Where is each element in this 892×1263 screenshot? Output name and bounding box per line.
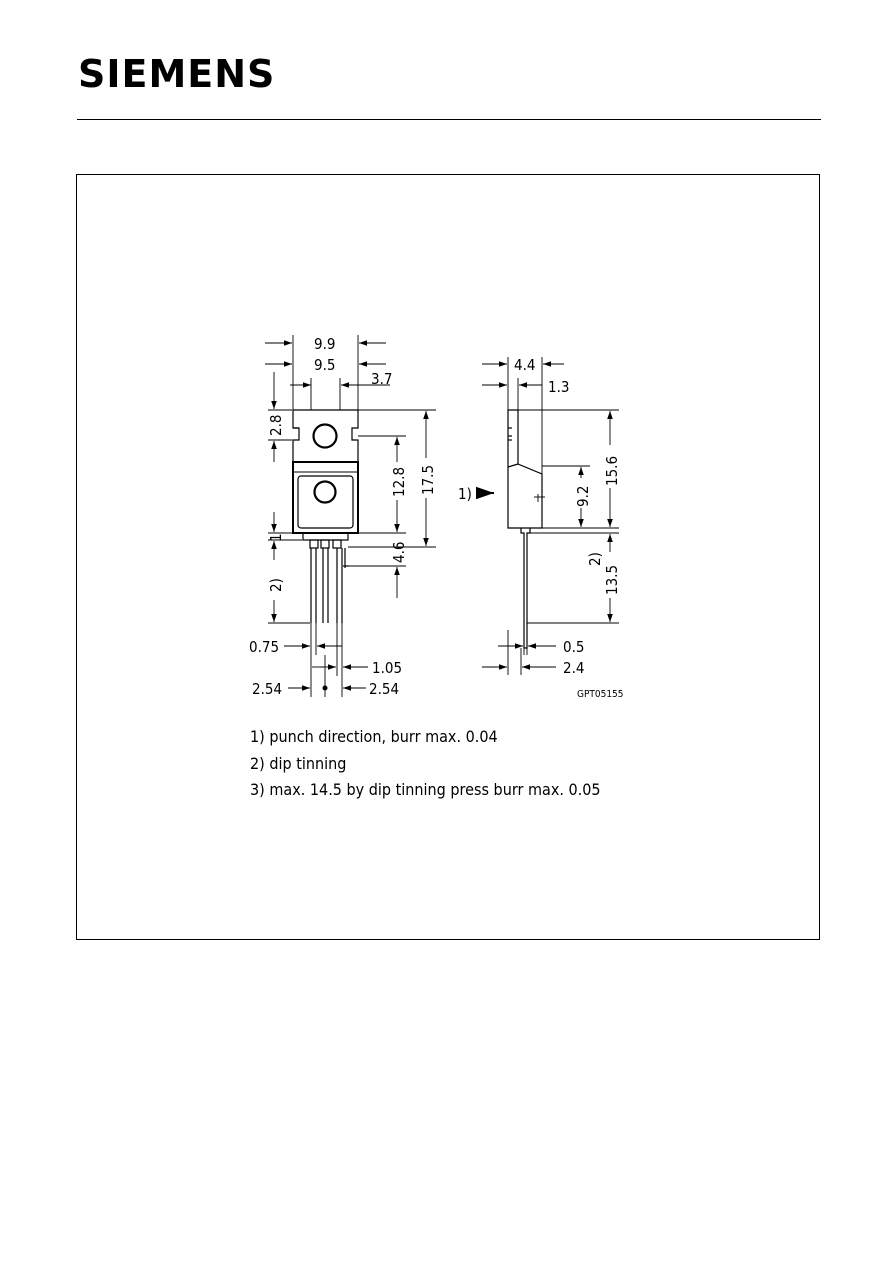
drawing-notes: 1) punch direction, burr max. 0.04 2) di… — [250, 724, 601, 804]
svg-text:4.6: 4.6 — [390, 542, 408, 563]
svg-text:2.8: 2.8 — [267, 415, 285, 436]
svg-text:9.5: 9.5 — [314, 356, 335, 374]
svg-text:2): 2) — [267, 578, 285, 592]
svg-text:17.5: 17.5 — [419, 465, 437, 495]
svg-text:15.6: 15.6 — [603, 456, 621, 486]
svg-text:9.2: 9.2 — [574, 486, 592, 507]
svg-text:0.75: 0.75 — [249, 638, 279, 656]
note-3: 3) max. 14.5 by dip tinning press burr m… — [250, 780, 601, 799]
svg-text:3.7: 3.7 — [371, 370, 392, 388]
svg-text:1: 1 — [267, 533, 285, 542]
svg-text:1): 1) — [458, 485, 472, 503]
center-dot — [322, 685, 328, 691]
header-rule — [77, 119, 821, 120]
svg-text:12.8: 12.8 — [390, 467, 408, 497]
side-dimensions — [476, 357, 619, 675]
siemens-logo: SIEMENS — [78, 52, 276, 96]
svg-text:2.4: 2.4 — [563, 659, 584, 677]
svg-text:2.54: 2.54 — [369, 680, 399, 698]
drawing-code: GPT05155 — [577, 689, 624, 700]
drawing-frame — [76, 174, 820, 940]
svg-text:2): 2) — [586, 552, 604, 566]
note-2: 2) dip tinning — [250, 753, 347, 773]
svg-text:13.5: 13.5 — [603, 565, 621, 595]
svg-text:0.5: 0.5 — [563, 638, 584, 656]
svg-text:9.9: 9.9 — [314, 335, 335, 353]
front-labels: 9.9 9.5 3.7 0.75 1.05 2.54 2.54 2.8 12.8… — [249, 335, 437, 698]
svg-text:4.4: 4.4 — [514, 356, 535, 374]
side-labels: 4.4 1.3 0.5 2.4 1) 9.2 15.6 13.5 2) — [458, 356, 621, 677]
front-dimensions — [265, 335, 436, 697]
note-1: 1) punch direction, burr max. 0.04 — [250, 727, 498, 746]
svg-text:2.54: 2.54 — [252, 680, 282, 698]
svg-text:1.3: 1.3 — [548, 378, 569, 396]
svg-text:1.05: 1.05 — [372, 659, 402, 677]
side-view — [507, 409, 545, 649]
front-view — [292, 409, 359, 623]
